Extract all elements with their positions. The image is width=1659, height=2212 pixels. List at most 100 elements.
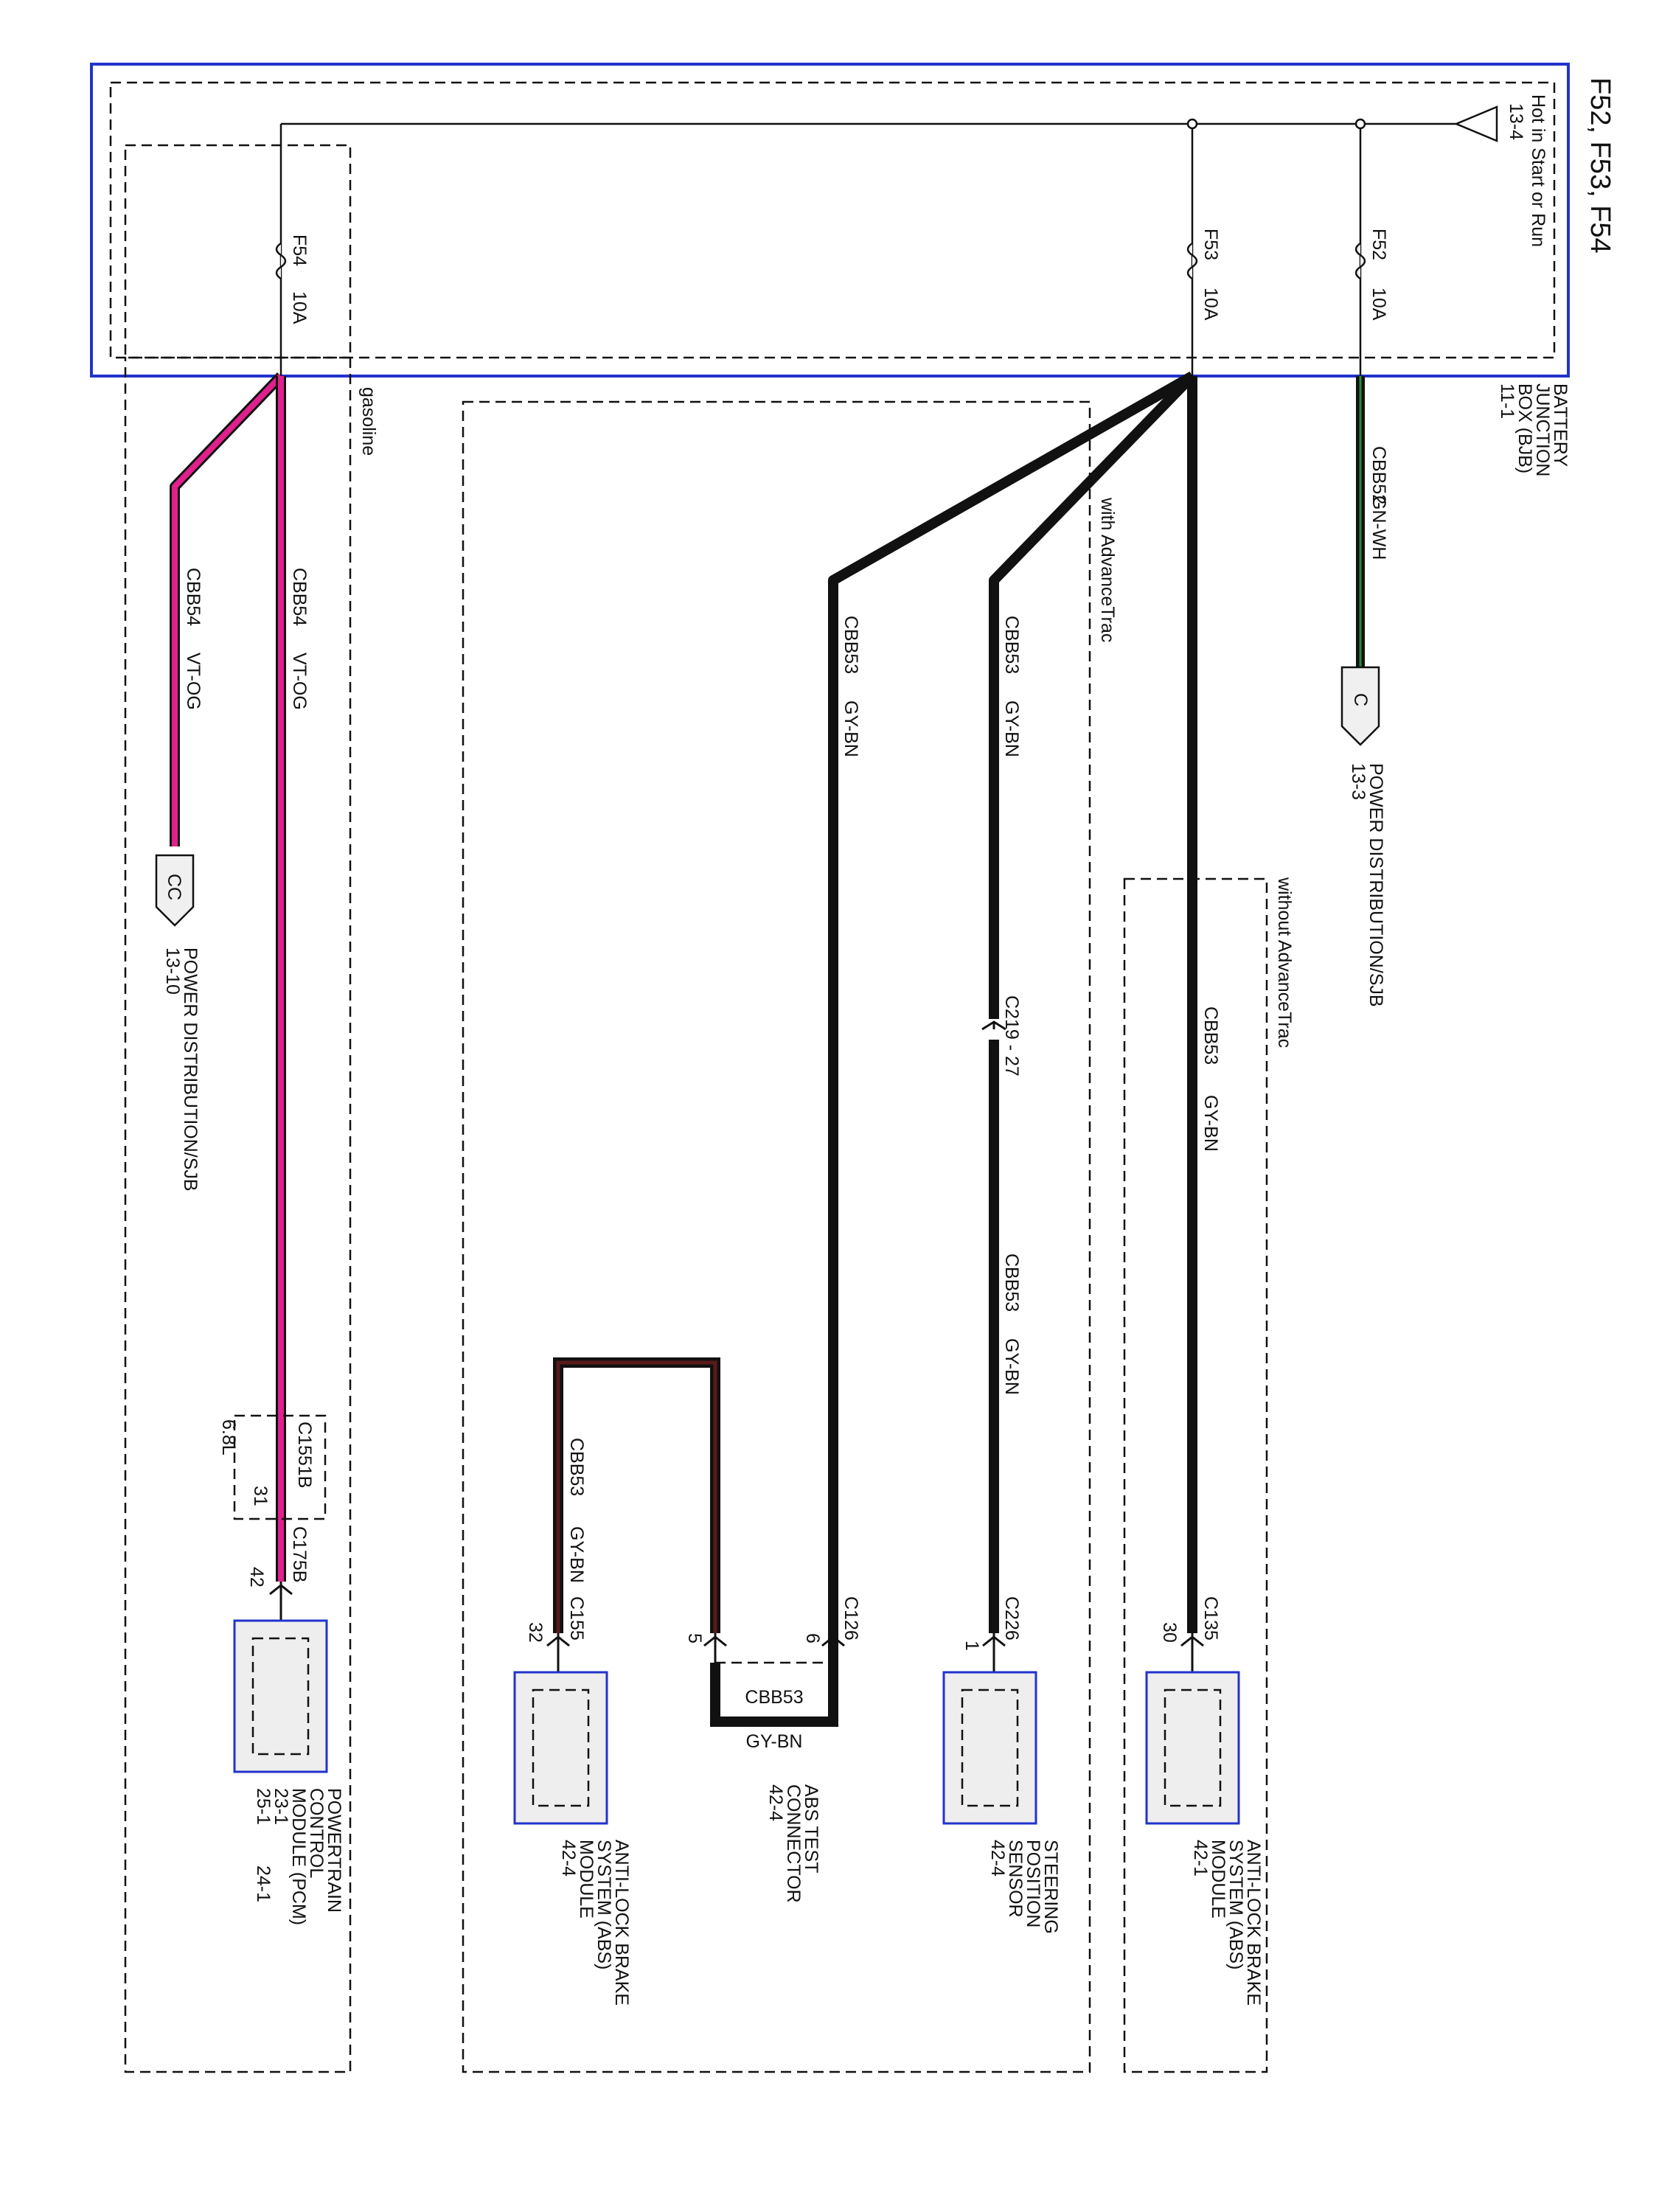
abs-with-line3: MODULE [576, 1840, 597, 1919]
hot-label: Hot in Start or Run [1528, 94, 1548, 247]
connector-cc-flag [155, 854, 195, 927]
c226-pin: 1 [961, 1641, 982, 1651]
pcm-line1: POWERTRAIN [324, 1788, 344, 1913]
fuse-f54-label: F54 [289, 234, 310, 266]
wire-cbb53-sps [989, 372, 1197, 1633]
c175b-label: C175B [289, 1526, 310, 1582]
sps-line3: SENSOR [1005, 1840, 1026, 1918]
sps-line4: 42-4 [987, 1840, 1008, 1877]
pcm-line4: 23-1 [271, 1788, 291, 1825]
splice-f53 [1186, 118, 1198, 130]
fuse-f53-rating: 10A [1200, 288, 1221, 321]
steering-position-sensor [942, 1671, 1037, 1825]
abs-without-line2: SYSTEM (ABS) [1225, 1840, 1246, 1969]
fuse-f53-label: F53 [1200, 229, 1221, 260]
pcm-line3: MODULE (PCM) [288, 1788, 309, 1925]
abs-with-line1: ANTI-LOCK BRAKE [611, 1840, 632, 2006]
pin-c126-5 [703, 1633, 727, 1666]
connector-c-ref: 13-3 [1348, 763, 1368, 800]
connector-c-flag [1340, 666, 1380, 746]
sps-line2: POSITION [1023, 1840, 1043, 1927]
c155-label: C155 [566, 1596, 587, 1641]
wire-cbb53-color: GY-BN [1200, 1095, 1221, 1152]
wire-cbb54-circuit: CBB54 [289, 568, 310, 626]
wire-cbb53-abs-with-stripe [556, 1360, 717, 1633]
pcm-line6: 25-1 [253, 1788, 274, 1825]
wire-cbb53-color: GY-BN [566, 1526, 587, 1583]
abs-module-without-advancetrac [1145, 1671, 1240, 1825]
c135-pin: 30 [1159, 1622, 1180, 1643]
page-title: F52, F53, F54 [1585, 77, 1615, 254]
test-loop-color: GY-BN [746, 1731, 803, 1752]
wire-cbb53-color: GY-BN [841, 700, 861, 757]
abs-with-line4: 42-4 [558, 1840, 579, 1877]
fuse-icon [1354, 242, 1366, 280]
hot-source-icon [1453, 105, 1498, 142]
fuse-f54-rating: 10A [289, 291, 310, 324]
fuse-icon [275, 242, 287, 280]
wire-cbb54-color: VT-OG [183, 653, 204, 710]
bjb-label-line4: 11-1 [1497, 383, 1517, 419]
c175b-pin: 42 [246, 1567, 267, 1587]
cbb52-color: GN-WH [1368, 495, 1389, 560]
bjb-label-line1: BATTERY [1550, 383, 1571, 467]
connector-cc-letter: CC [164, 874, 184, 900]
c1551b-engine: 6.8L [218, 1419, 239, 1455]
connector-cc-dest: POWER DISTRIBUTION/SJB [180, 947, 201, 1192]
wire-cbb53-circuit: CBB53 [566, 1438, 587, 1496]
c126-label: C126 [841, 1596, 861, 1641]
wire-cbb54-color: VT-OG [289, 653, 310, 710]
wire-cbb54-circuit: CBB54 [183, 568, 204, 626]
c226-label: C226 [1001, 1596, 1022, 1641]
abs-module-with-advancetrac [513, 1671, 608, 1825]
bjb-label-line2: JUNCTION [1532, 383, 1553, 476]
abs-without-line3: MODULE [1208, 1840, 1228, 1919]
connector-cc-ref: 13-10 [162, 947, 183, 995]
wire-cbb53-circuit: CBB53 [1200, 1006, 1221, 1065]
pin-c226 [982, 1633, 1006, 1672]
c219-label: C219 - 27 [1001, 995, 1022, 1077]
pcm-line5: 24-1 [253, 1865, 274, 1902]
fuse-icon [1186, 242, 1198, 280]
powertrain-control-module [233, 1619, 328, 1773]
c126-pin5: 5 [684, 1633, 705, 1644]
c126-pin6: 6 [802, 1633, 823, 1644]
with-advancetrac-region [462, 400, 1091, 2073]
sps-line1: STEERING [1040, 1840, 1061, 1934]
wire-cbb53-circuit: CBB53 [1001, 1253, 1022, 1312]
wire-cbb53-circuit: CBB53 [841, 616, 861, 674]
abs-test-line3: 42-4 [765, 1784, 786, 1821]
pin-c175b [269, 1582, 293, 1621]
gasoline-region [124, 358, 352, 2073]
cbb52-circuit: CBB52 [1368, 446, 1389, 504]
test-loop-circuit: CBB53 [745, 1687, 803, 1708]
wire-cbb54-sjb-color [172, 374, 283, 846]
fuse-f52-rating: 10A [1368, 288, 1389, 321]
abs-with-line2: SYSTEM (ABS) [594, 1840, 614, 1969]
wire-cbb53-c126 [828, 371, 1195, 1663]
wire-cbb53-circuit: CBB53 [1001, 616, 1022, 674]
abs-test-line2: CONNECTOR [783, 1784, 804, 1903]
connector-c-letter: C [1350, 693, 1371, 706]
abs-without-line1: ANTI-LOCK BRAKE [1243, 1840, 1264, 2006]
abs-test-line1: ABS TEST [801, 1784, 821, 1873]
c1551b-pin: 31 [250, 1486, 271, 1506]
battery-junction-box [90, 63, 1570, 378]
with-advancetrac-label: with AdvanceTrac [1097, 497, 1118, 642]
abs-test-connector-body [714, 1661, 835, 1723]
gasoline-label: gasoline [358, 387, 379, 456]
abs-without-line4: 42-1 [1190, 1840, 1211, 1877]
connector-c-dest: POWER DISTRIBUTION/SJB [1366, 763, 1386, 1007]
pcm-line2: CONTROL [306, 1788, 327, 1878]
splice-f52 [1354, 118, 1366, 130]
without-advancetrac-label: without AdvanceTrac [1274, 877, 1295, 1048]
pin-c155 [546, 1633, 570, 1672]
c155-pin: 32 [525, 1622, 546, 1643]
wire-cbb53-color: GY-BN [1001, 700, 1022, 757]
c135-label: C135 [1200, 1596, 1221, 1641]
wire-cbb53-color: GY-BN [1001, 1338, 1022, 1395]
pin-c126-6 [821, 1633, 845, 1666]
pin-c135 [1180, 1633, 1204, 1672]
fuse-f52-label: F52 [1368, 229, 1389, 260]
